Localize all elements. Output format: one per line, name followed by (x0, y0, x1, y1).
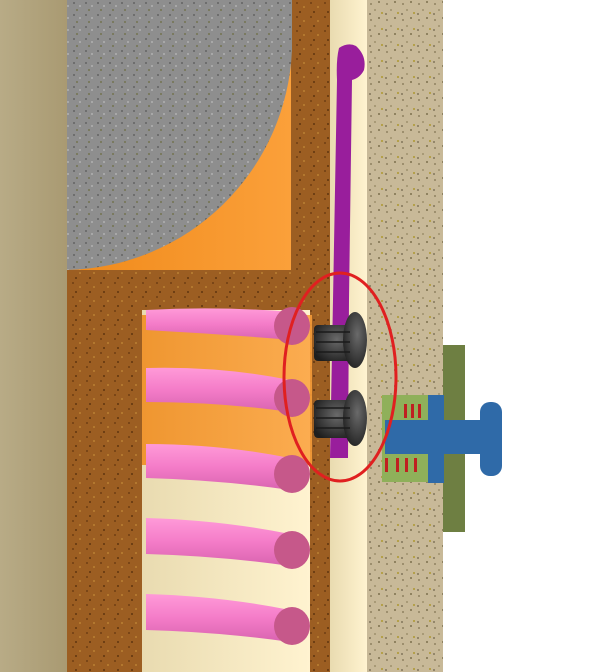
bolt-inner-block (428, 395, 444, 483)
pink-coil-5 (146, 594, 290, 642)
pink-coil-3 (146, 444, 290, 490)
pink-coil-4-end (274, 531, 310, 569)
red-marks (385, 404, 421, 472)
gray-disc (67, 0, 292, 270)
screw-2-head (343, 390, 367, 446)
pink-coil-2-end (274, 379, 310, 417)
pink-coil-4 (146, 518, 290, 566)
left-wall (0, 0, 67, 672)
screw-1-head (343, 312, 367, 368)
bolt-icon (385, 395, 502, 483)
pink-coil-1 (146, 308, 292, 340)
coil-spring-icon (146, 307, 310, 645)
pink-coil-2 (146, 367, 290, 412)
brown-top-right (289, 7, 330, 307)
speckled-wall (367, 0, 443, 672)
highlight-circle (282, 271, 398, 483)
bolt-head (480, 402, 502, 476)
pink-coil-3-end (274, 455, 310, 493)
pink-coil-5-end (274, 607, 310, 645)
screw-icon (314, 312, 367, 446)
